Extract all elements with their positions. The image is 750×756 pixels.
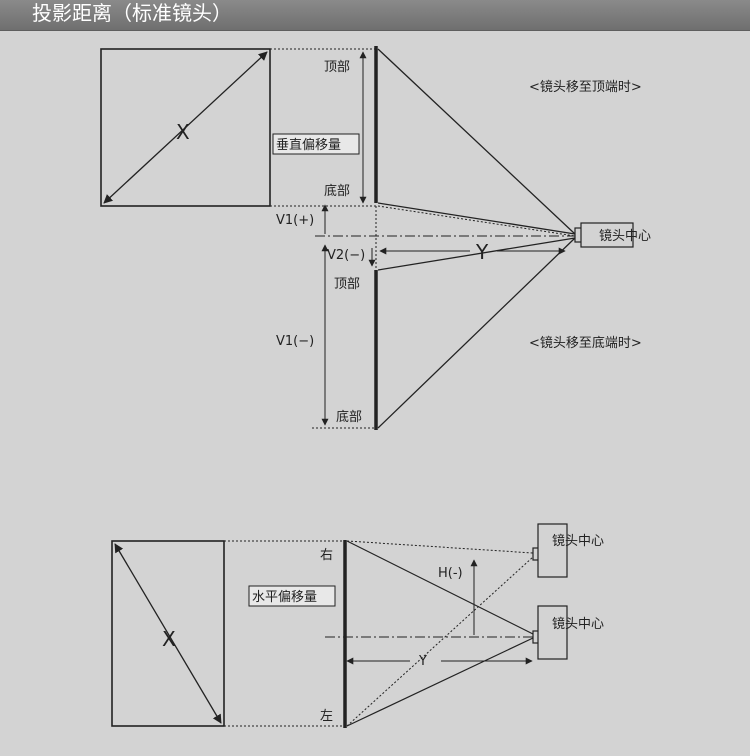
horizontal-screen-letter: X xyxy=(162,627,176,651)
horizontal-left-label: 左 xyxy=(320,709,333,724)
vertical-bottom2-label: 底部 xyxy=(336,409,362,425)
horizontal-right-label: 右 xyxy=(320,548,333,563)
h-minus-label: H(-) xyxy=(438,566,463,581)
horizontal-shift-diagram xyxy=(111,523,568,728)
horizontal-distance-letter: Y xyxy=(418,654,427,669)
vertical-screen-diagonal xyxy=(103,51,268,204)
horizontal-lens-center-label-2: 镜头中心 xyxy=(552,617,604,632)
vertical-lens-center-label: 镜头中心 xyxy=(599,229,651,244)
horizontal-screen xyxy=(111,540,225,727)
vertical-top2-label: 顶部 xyxy=(334,277,360,292)
v1-plus-label: V1(+) xyxy=(276,213,314,228)
vertical-top-label: 顶部 xyxy=(324,60,350,75)
vertical-offset-label: 垂直偏移量 xyxy=(276,138,341,153)
header-bar: 投影距离（标准镜头） xyxy=(0,0,750,31)
note-top: <镜头移至顶端时> xyxy=(529,80,642,95)
v1-minus-label: V1(−) xyxy=(276,334,314,349)
vertical-screen xyxy=(100,48,271,207)
horizontal-lens-lower xyxy=(537,605,568,660)
v2-minus-label: V2(−) xyxy=(327,248,365,263)
vertical-distance-letter: Y xyxy=(475,240,489,264)
page-title: 投影距离（标准镜头） xyxy=(32,1,232,25)
note-bottom: <镜头移至底端时> xyxy=(529,335,642,351)
vertical-screen-letter: X xyxy=(176,120,190,144)
vertical-shift-diagram xyxy=(100,46,634,430)
horizontal-lens-upper xyxy=(537,523,568,578)
horizontal-offset-label: 水平偏移量 xyxy=(252,590,317,605)
vertical-bottom-label: 底部 xyxy=(324,183,350,199)
horizontal-lens-center-label-1: 镜头中心 xyxy=(552,534,604,549)
horizontal-screen-diagonal xyxy=(114,543,222,724)
vertical-lens-box xyxy=(580,222,634,248)
